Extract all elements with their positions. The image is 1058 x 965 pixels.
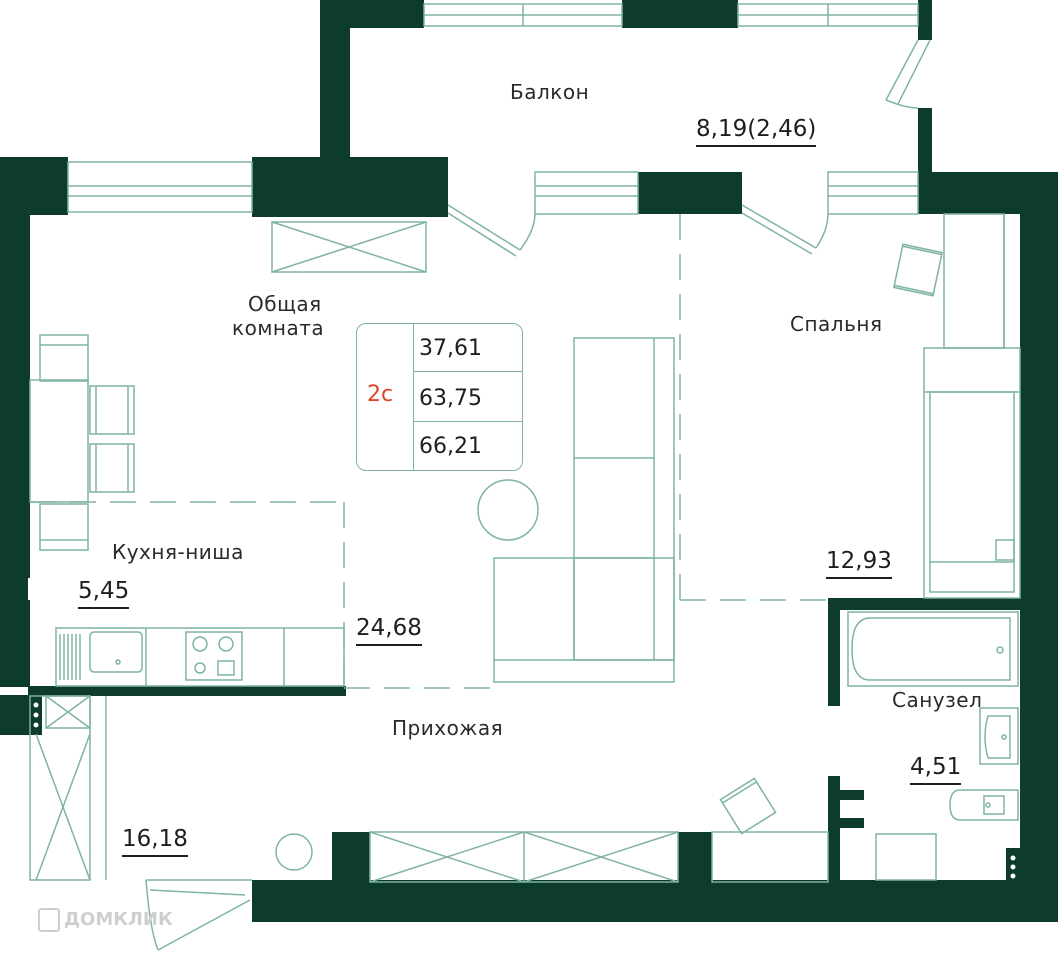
domclick-logo-icon bbox=[38, 908, 60, 932]
total-area-with-balcony: 66,21 bbox=[419, 434, 482, 459]
watermark: ДОМКЛИК bbox=[38, 908, 173, 932]
apartment-type-code: 2с bbox=[367, 382, 394, 407]
living-area-total: 37,61 bbox=[419, 336, 482, 361]
balcony-area: 8,19(2,46) bbox=[696, 116, 817, 147]
living-area: 24,68 bbox=[356, 615, 422, 646]
summary-divider-2 bbox=[413, 421, 522, 422]
windows bbox=[29, 3, 1021, 951]
hall-area: 16,18 bbox=[122, 826, 188, 857]
summary-divider-1 bbox=[413, 371, 522, 372]
bathroom-name: Санузел bbox=[892, 688, 983, 712]
bedroom-area: 12,93 bbox=[826, 548, 892, 579]
kitchen-name: Кухня-ниша bbox=[112, 540, 244, 564]
hall-name: Прихожая bbox=[392, 716, 504, 740]
apartment-summary-box: 2с 37,61 63,75 66,21 bbox=[356, 323, 523, 471]
balcony-name: Балкон bbox=[510, 80, 590, 104]
living-name-line1: Общая bbox=[248, 292, 322, 316]
balcony-wall-left bbox=[320, 0, 350, 185]
walls bbox=[0, 0, 1058, 922]
living-name-line2: комната bbox=[232, 316, 325, 340]
bathroom-area: 4,51 bbox=[910, 754, 962, 785]
zone-boundaries bbox=[30, 214, 828, 689]
kitchen-area: 5,45 bbox=[78, 578, 130, 609]
summary-divider-vertical bbox=[413, 324, 414, 470]
total-area: 63,75 bbox=[419, 386, 482, 411]
bedroom-name: Спальня bbox=[790, 312, 883, 336]
